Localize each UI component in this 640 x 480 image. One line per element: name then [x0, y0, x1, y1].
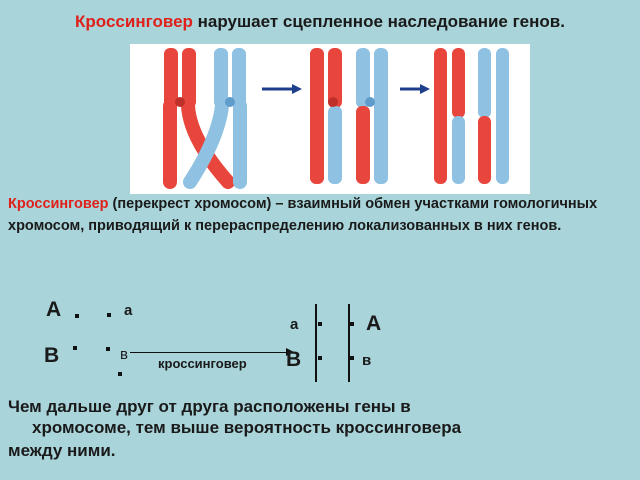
- chromosome-line: [348, 304, 350, 382]
- gene-b-right: в: [362, 352, 372, 369]
- gene-B-left: В: [44, 344, 60, 367]
- title-highlight: Кроссинговер: [75, 12, 193, 31]
- chromosome-drawing: [163, 48, 509, 189]
- stage-2-chromosomes: [310, 48, 388, 184]
- locus-dot: [350, 322, 354, 326]
- locus-dot: [73, 346, 77, 350]
- locus-dot: [75, 314, 79, 318]
- gene-a-right: а: [290, 316, 299, 333]
- crossover-arrowhead: [286, 348, 294, 356]
- definition-text: Кроссинговер (перекрест хромосом) – взаи…: [8, 193, 628, 237]
- slide-title: Кроссинговер нарушает сцепленное наследо…: [0, 12, 640, 32]
- definition-body: (перекрест хромосом) – взаимный обмен уч…: [8, 196, 598, 234]
- conclusion-text: Чем дальше друг от друга расположены ген…: [8, 396, 628, 461]
- locus-dot: [318, 322, 322, 326]
- conclusion-line-1: Чем дальше друг от друга расположены ген…: [8, 397, 411, 416]
- arrow-2: [400, 84, 430, 94]
- crossover-illustration: [130, 44, 530, 194]
- conclusion-line-3: между ними.: [8, 441, 116, 460]
- gene-A-right: А: [366, 312, 382, 335]
- stage-1-chromosomes: [163, 48, 247, 189]
- stage-3-chromatids: [434, 48, 509, 184]
- arrow-1: [262, 84, 302, 94]
- gene-a-left: а: [124, 302, 133, 319]
- locus-dot: [318, 356, 322, 360]
- locus-dot: [350, 356, 354, 360]
- title-rest: нарушает сцепленное наследование генов.: [192, 12, 565, 31]
- conclusion-line-2: хромосоме, тем выше вероятность кроссинг…: [32, 418, 462, 437]
- gene-A-left: А: [46, 298, 62, 321]
- locus-dot: [106, 347, 110, 351]
- locus-dot: [118, 372, 122, 376]
- locus-dot: [107, 313, 111, 317]
- crossover-label: кроссинговер: [158, 356, 247, 371]
- chromosome-line: [315, 304, 317, 382]
- crossover-arrow: [130, 352, 290, 353]
- gene-B-right: В: [286, 348, 302, 371]
- definition-term: Кроссинговер: [8, 196, 109, 212]
- gene-b-left: в: [120, 346, 128, 363]
